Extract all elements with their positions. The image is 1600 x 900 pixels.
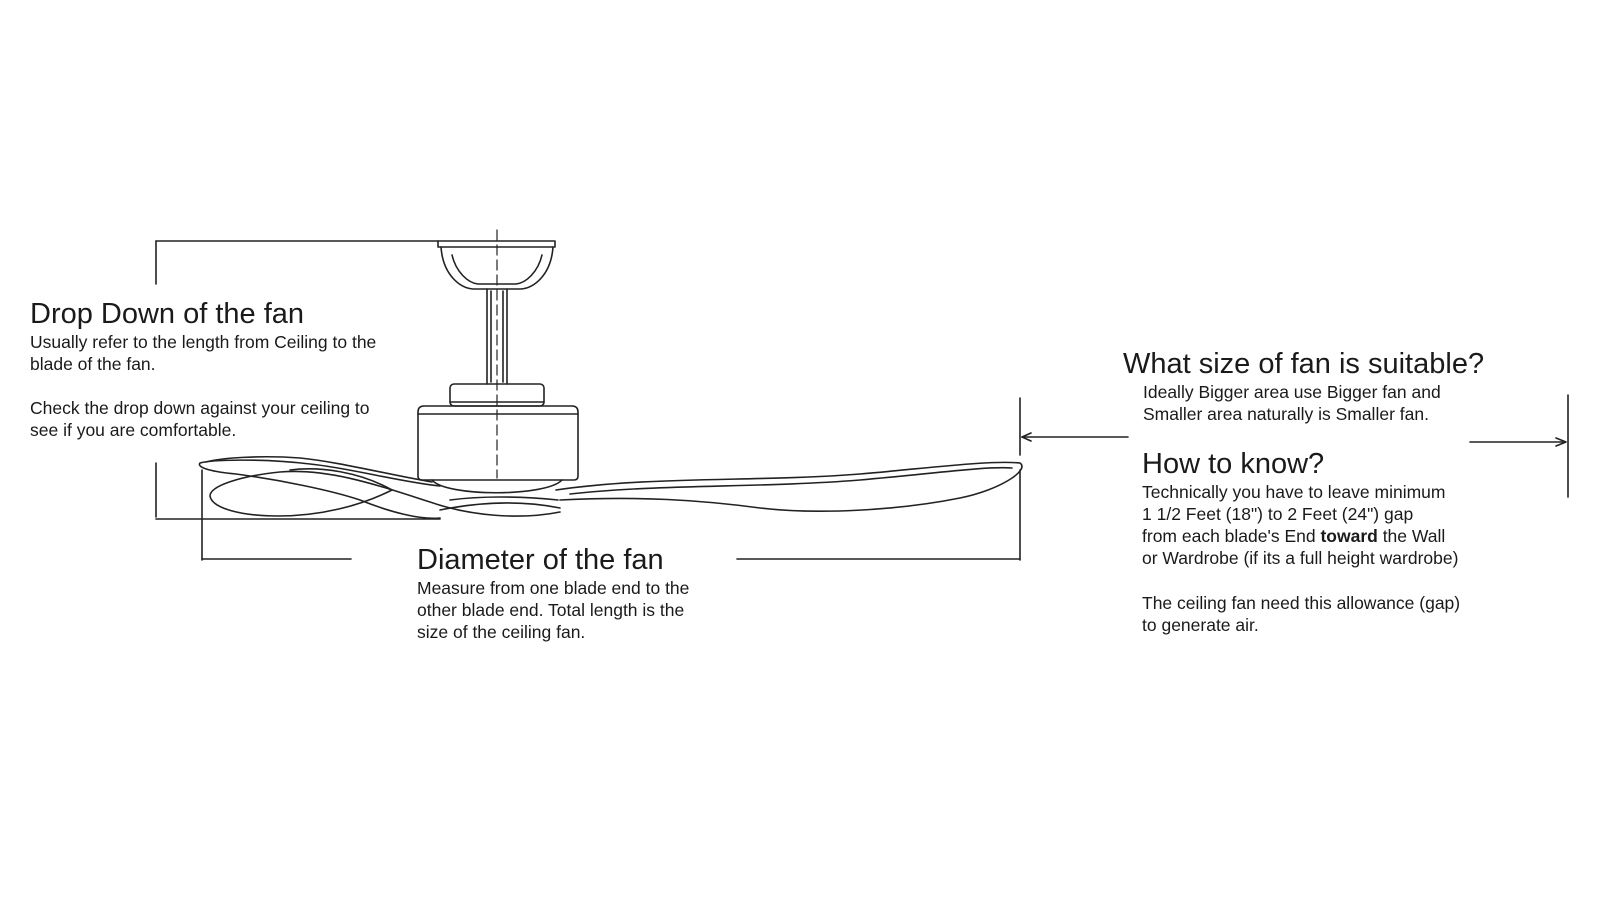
how-to-know-section: How to know? Technically you have to lea… [1142, 447, 1458, 569]
how-to-know-emphasis: toward [1320, 526, 1378, 546]
wall-gap-dimension-line [1019, 394, 1569, 498]
how-to-know-text-end: the Wall [1377, 526, 1446, 546]
diameter-dimension-line [201, 469, 1021, 561]
diameter-text-line: Measure from one blade end to the [417, 578, 690, 598]
diameter-title: Diameter of the fan [417, 544, 664, 576]
how-to-know-text-start: from each blade's End [1142, 526, 1321, 546]
fan-blade-right [555, 461, 1023, 512]
drop-down-text-line: Usually refer to the length from Ceiling… [30, 332, 377, 352]
allowance-section: The ceiling fan need this allowance (gap… [1142, 592, 1460, 636]
fan-canopy-bowl [440, 246, 554, 290]
how-to-know-text-line: Technically you have to leave minimum [1142, 482, 1446, 502]
drop-down-check-line: see if you are comfortable. [30, 420, 237, 440]
suitable-size-title: What size of fan is suitable? [1123, 348, 1485, 380]
fan-downrod [486, 288, 508, 385]
drop-down-section: Drop Down of the fan Usually refer to th… [30, 297, 376, 441]
how-to-know-title: How to know? [1142, 448, 1325, 480]
how-to-know-text-line: or Wardrobe (if its a full height wardro… [1142, 548, 1459, 568]
drop-down-dimension-line [155, 240, 441, 520]
allowance-text-line: to generate air. [1142, 615, 1259, 635]
drop-down-text-line: blade of the fan. [30, 354, 156, 374]
diameter-text-line: other blade end. Total length is the [417, 600, 685, 620]
fan-motor-housing [417, 405, 579, 481]
drop-down-title: Drop Down of the fan [30, 298, 305, 330]
suitable-size-text-line: Smaller area naturally is Smaller fan. [1143, 404, 1429, 424]
fan-blade-swirl [209, 470, 561, 517]
how-to-know-text-line: from each blade's End toward the Wall [1142, 525, 1458, 547]
suitable-size-text-line: Ideally Bigger area use Bigger fan and [1143, 382, 1441, 402]
fan-canopy [437, 240, 556, 248]
diameter-section: Diameter of the fan Measure from one bla… [417, 543, 689, 643]
how-to-know-text-line: 1 1/2 Feet (18") to 2 Feet (24") gap [1142, 504, 1414, 524]
drop-down-check-line: Check the drop down against your ceiling… [30, 398, 370, 418]
allowance-text-line: The ceiling fan need this allowance (gap… [1142, 593, 1461, 613]
suitable-size-section: What size of fan is suitable? Ideally Bi… [1123, 347, 1484, 425]
diameter-text-line: size of the ceiling fan. [417, 622, 586, 642]
